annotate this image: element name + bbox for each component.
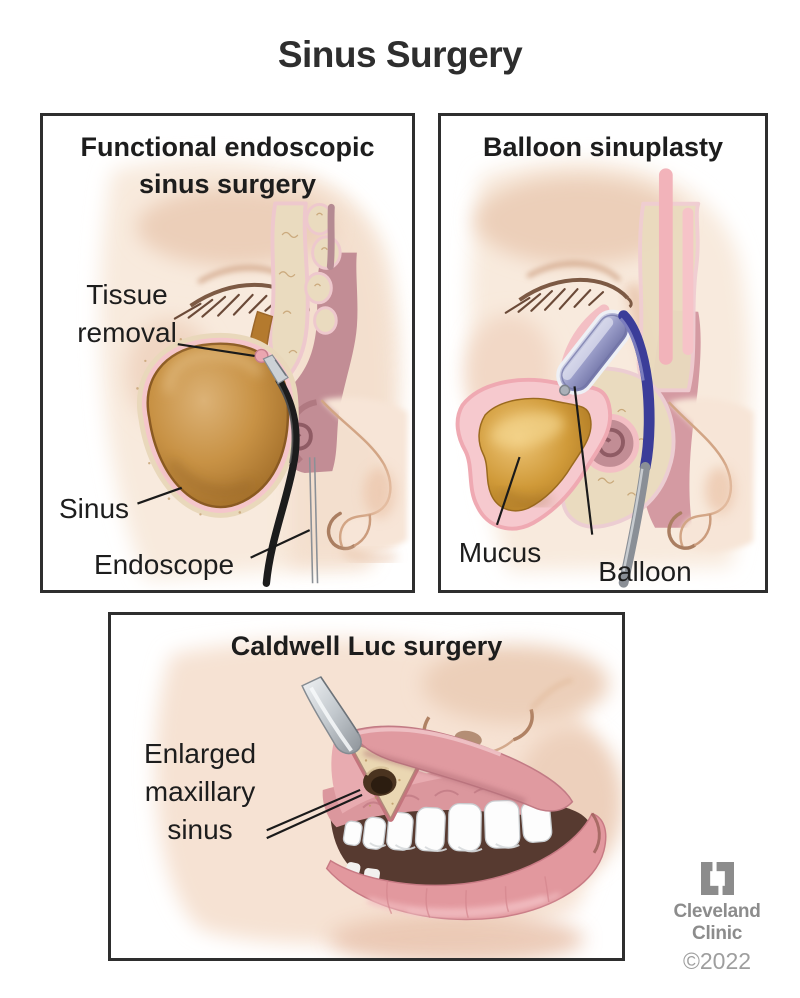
- label-sinus: Sinus: [58, 493, 130, 524]
- sinus-with-mucus: [455, 377, 613, 531]
- panel-fess: Functional endoscopic sinus surgery Tiss…: [40, 113, 415, 593]
- catheter-tube: [618, 310, 655, 473]
- pointer-sinus: [137, 486, 183, 505]
- panel-balloon: Balloon sinuplasty Mucus Balloon: [438, 113, 768, 593]
- brand-name-line2: Clinic: [692, 923, 742, 944]
- label-mucus: Mucus: [458, 537, 542, 568]
- guidewire-tip: [559, 384, 571, 396]
- balloon-illustration: [455, 160, 754, 588]
- panel-fess-title: Functional endoscopic sinus surgery: [80, 132, 375, 199]
- caldwell-illustration: [154, 638, 622, 958]
- brand-name-line1: Cleveland: [673, 901, 761, 922]
- panel-caldwell-title: Caldwell Luc surgery: [230, 631, 503, 661]
- closed-eye: [504, 261, 633, 314]
- retractor-tool: [301, 675, 362, 755]
- tissue-removal-tool: [262, 354, 289, 385]
- lower-lip: [325, 812, 607, 921]
- label-balloon: Balloon: [598, 556, 692, 587]
- nose-profile: [320, 397, 408, 563]
- label-enlarged-maxillary-sinus: Enlarged maxillary sinus: [143, 738, 257, 845]
- page-title: Sinus Surgery: [277, 34, 523, 75]
- pointer-tissue-removal: [177, 343, 255, 358]
- pointer-mucus: [495, 456, 521, 526]
- pointer-lines: [495, 386, 594, 535]
- fess-illustration: [100, 158, 408, 587]
- nose-profile: [667, 398, 754, 552]
- retracted-lip-flap: [351, 725, 574, 812]
- nasal-bone: [268, 201, 342, 383]
- panel-caldwell: Caldwell Luc surgery Enlarged maxillary …: [108, 612, 625, 961]
- pointer-endoscope: [250, 529, 311, 559]
- eyelashes: [504, 288, 605, 314]
- catheter-shaft-gray: [618, 461, 651, 588]
- instrument-shaft: [308, 457, 319, 584]
- pointer-balloon: [573, 386, 594, 535]
- pointer-lines: [137, 343, 311, 559]
- cleveland-clinic-brand: Cleveland Clinic ©2022: [667, 862, 767, 975]
- cleveland-clinic-logo-icon: [700, 862, 734, 895]
- pointer-enlarged-sinus: [266, 788, 363, 840]
- label-endoscope: Endoscope: [93, 549, 235, 580]
- eyelashes: [173, 293, 282, 320]
- copyright-text: ©2022: [682, 948, 752, 974]
- panel-balloon-title: Balloon sinuplasty: [482, 132, 724, 162]
- mucosa-strips: [658, 168, 694, 365]
- label-tissue-removal: Tissue removal: [77, 279, 177, 348]
- nostril: [667, 511, 697, 550]
